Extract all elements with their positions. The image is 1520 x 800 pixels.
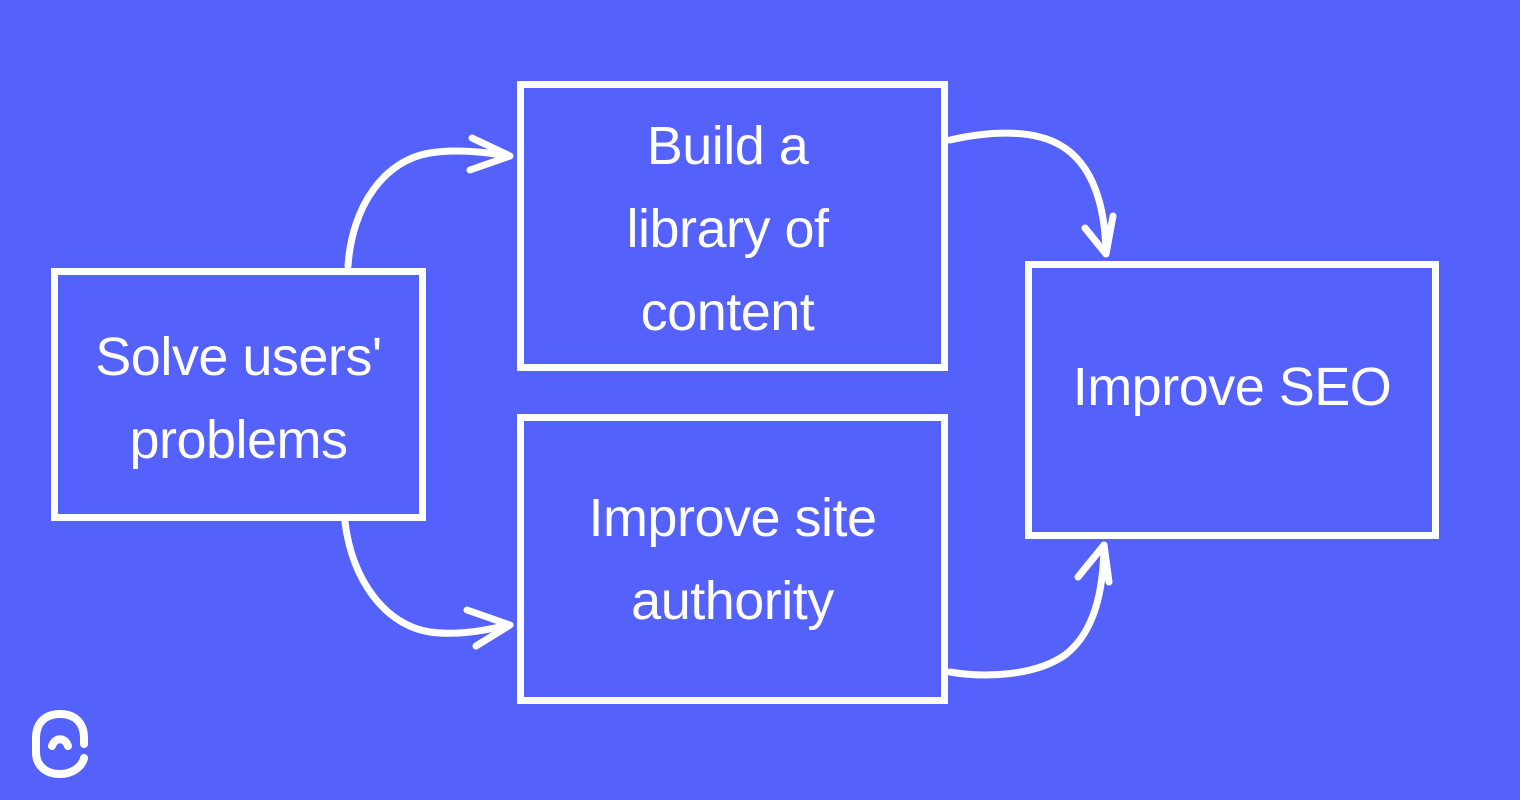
node-label: Solve users' problems (95, 308, 382, 482)
arrow-authority-to-seo (946, 541, 1113, 679)
node-label: Improve SEO (1073, 346, 1392, 429)
node-label-line: Improve site (588, 488, 877, 548)
node-label: Build a library of content (626, 99, 829, 354)
arrow-solve-to-authority (341, 518, 514, 650)
node-build-library: Build a library of content (517, 81, 948, 371)
arrow-build-to-seo (946, 129, 1117, 258)
arrow-solve-to-build (344, 134, 514, 270)
node-label-line: Build a (646, 115, 809, 176)
brand-logo-icon (32, 710, 88, 778)
arrow-line (946, 129, 1110, 256)
node-solve-users-problems: Solve users' problems (51, 268, 426, 521)
node-label-line: library of (626, 198, 829, 259)
node-label-line: authority (631, 571, 834, 631)
node-label-line: content (640, 281, 815, 342)
node-improve-seo: Improve SEO (1025, 261, 1439, 539)
node-improve-site-authority: Improve site authority (517, 414, 948, 704)
arrowhead-icon (1074, 541, 1113, 586)
node-label-line: problems (129, 409, 348, 470)
arrow-line (946, 544, 1108, 679)
node-label-line: Improve SEO (1072, 357, 1392, 417)
arrow-line (344, 147, 512, 270)
node-label-line: Solve users' (95, 326, 382, 387)
arrowhead-icon (1081, 212, 1117, 258)
node-label: Improve site authority (588, 475, 877, 643)
arrow-line (341, 518, 512, 637)
arrowhead-icon (466, 134, 514, 174)
arrowhead-icon (463, 606, 514, 650)
